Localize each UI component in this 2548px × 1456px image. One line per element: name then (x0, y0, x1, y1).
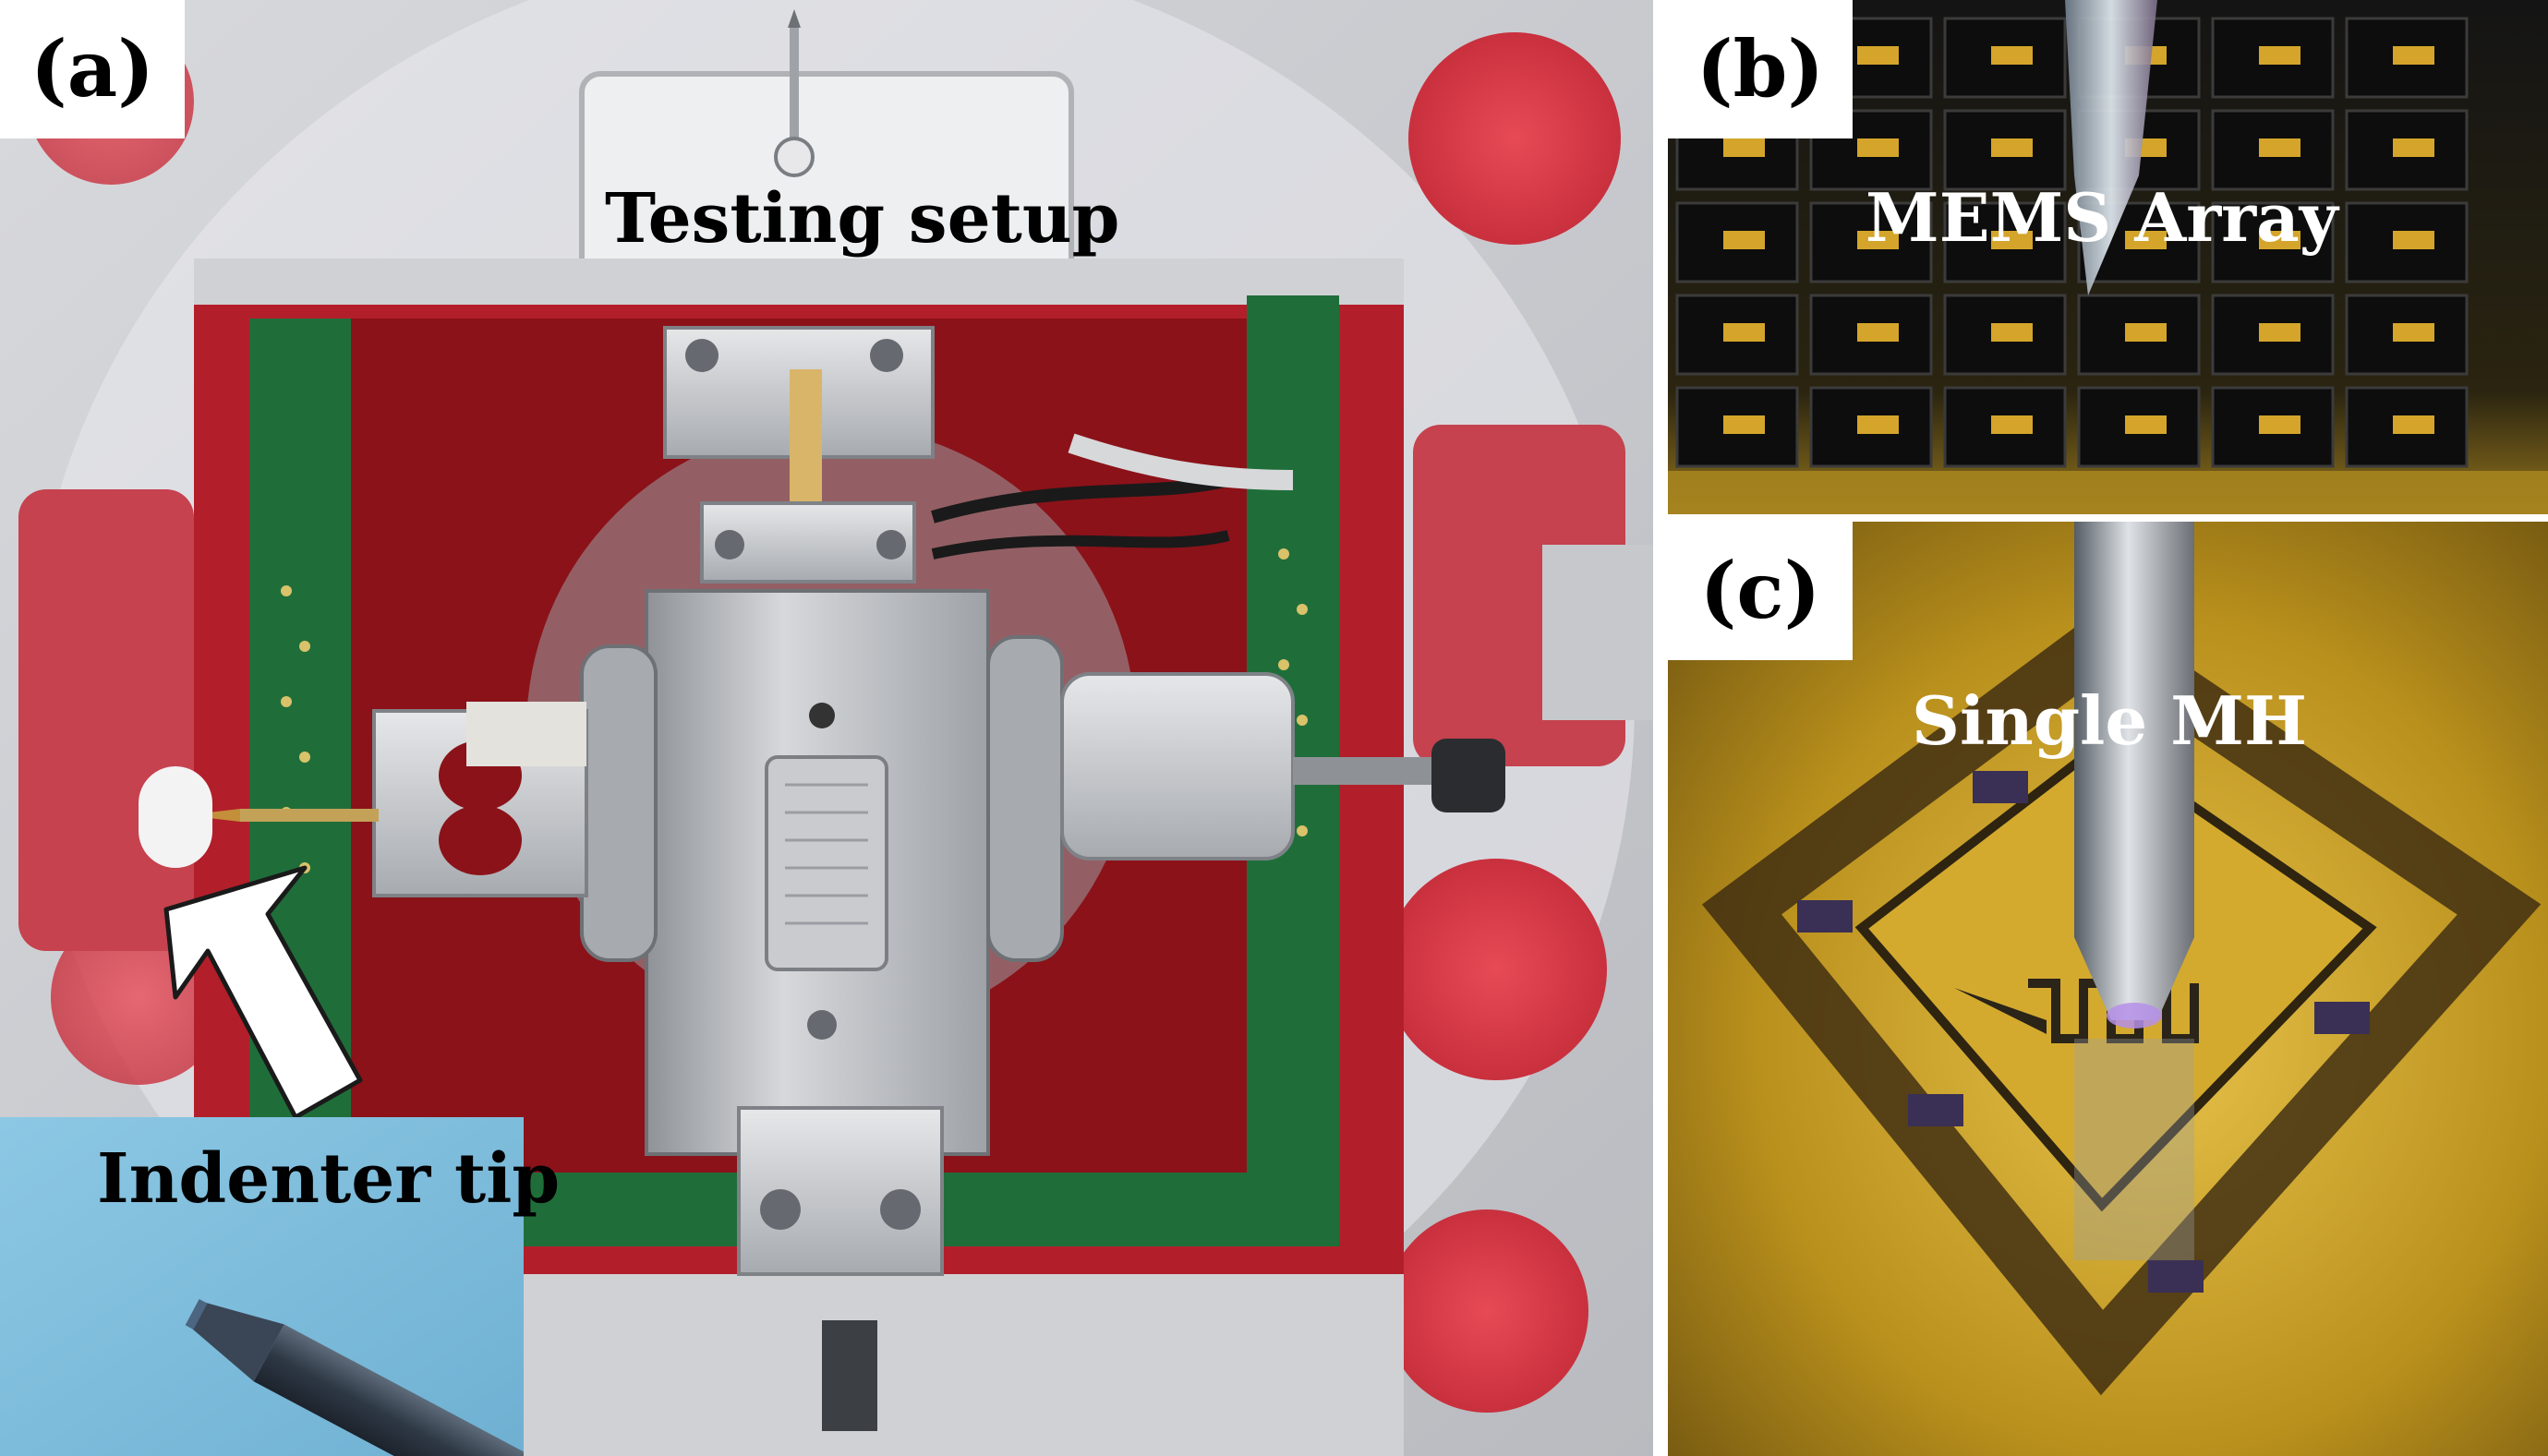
indenter-tip-label: Indenter tip (97, 1139, 561, 1219)
panel-c-tag: (c) (1668, 522, 1853, 660)
panel-a-photo (0, 0, 1653, 1456)
single-mh-label: Single MH (1912, 681, 2307, 760)
mems-array-photo (1668, 0, 2548, 522)
panel-b-tag: (b) (1668, 0, 1853, 138)
panel-c-photo (1668, 522, 2548, 1456)
panel-divider-vertical (1653, 0, 1668, 1456)
testing-setup-label: Testing setup (605, 179, 1120, 259)
mems-array-label: MEMS Array (1866, 178, 2338, 257)
indenter-tip-photo (0, 1117, 524, 1456)
panel-divider-horizontal (1668, 514, 2548, 522)
indenter-tip-inset (0, 1117, 524, 1456)
panel-b-photo (1668, 0, 2548, 522)
panel-a-tag: (a) (0, 0, 185, 138)
testing-setup-photo (0, 0, 1653, 1456)
single-mh-photo (1668, 522, 2548, 1456)
